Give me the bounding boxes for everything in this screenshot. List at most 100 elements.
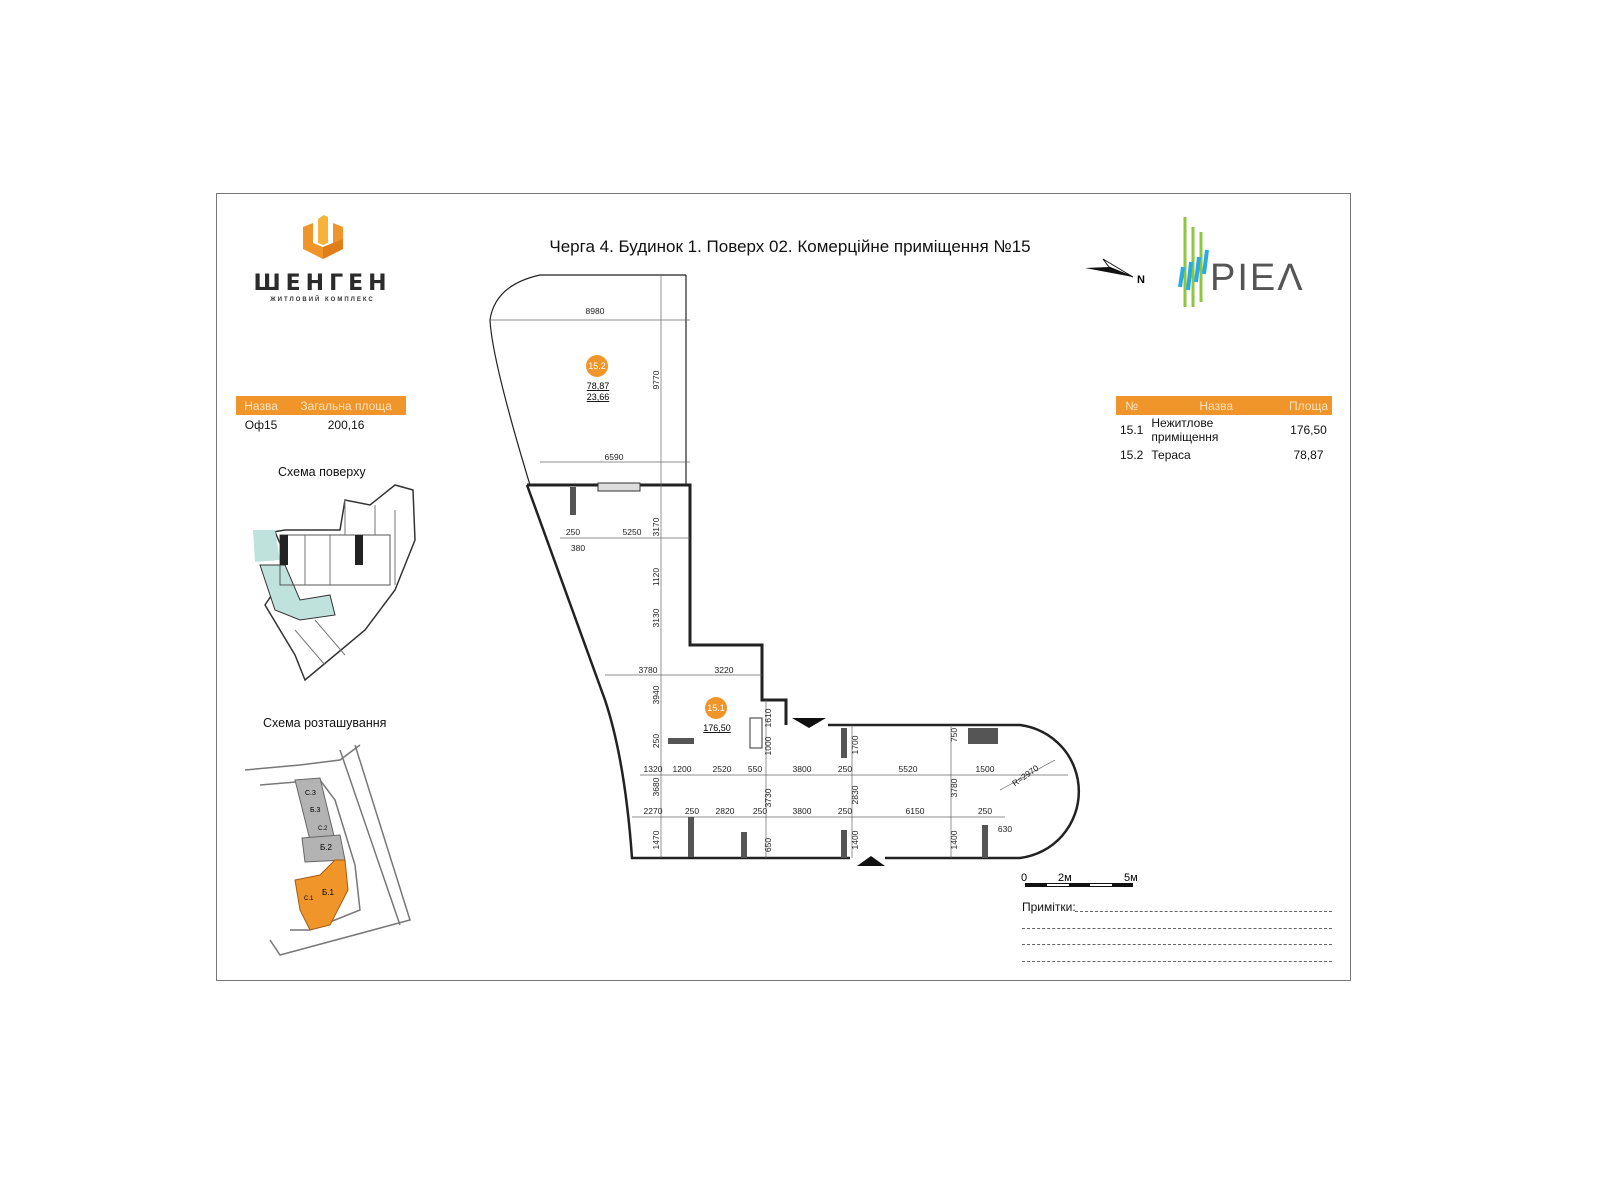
dimension-label: 1000 [763,736,773,755]
dimension-label: 5250 [623,527,642,537]
dimension-label: 1500 [976,764,995,774]
dimension-label: 1700 [850,735,860,754]
location-scheme-label: Схема розташування [263,716,387,730]
dimension-label: 2830 [850,785,860,804]
dimension-label: 750 [949,728,959,742]
notes-line [1022,944,1332,945]
dimension-label: 250 [838,764,852,774]
header-name: Назва [1147,396,1286,415]
dimension-label: 5520 [899,764,918,774]
dimension-label: 550 [748,764,762,774]
table-row: 15.1 Нежитлове приміщення 176,50 [1116,415,1332,445]
tower-logo-icon [302,215,343,259]
shengen-logo: ШЕНГЕН ЖИТЛОВИЙ КОМПЛЕКС [240,215,405,303]
room-area: 78,87 [587,381,610,391]
room-area: 176,50 [703,723,731,733]
dimension-label: 250 [753,806,767,816]
building-label: С.2 [318,826,328,832]
dimension-label: 1400 [850,830,860,849]
scale-bar: 0 2м 5м [1021,872,1138,887]
office-area: 200,16 [327,417,365,432]
page-title: Черга 4. Будинок 1. Поверх 02. Комерційн… [549,237,1031,256]
table-row: Оф15 200,16 [236,415,406,434]
dimension-label: 630 [998,824,1012,834]
dimension-label: 1400 [949,830,959,849]
terrace-outline [489,274,686,486]
notes-line [1022,961,1332,962]
office-name: Оф15 [244,417,278,432]
dimension-label: 2270 [644,806,663,816]
dimension-label: 250 [685,806,699,816]
dimension-label: 1470 [651,830,661,849]
dimension-label: 1200 [673,764,692,774]
dimension-label: 6150 [906,806,925,816]
riel-logo: PIEΛ [1178,217,1305,307]
dimension-label: 2820 [716,806,735,816]
dimension-label: 3800 [793,806,812,816]
notes-label: Примітки: [1022,900,1076,914]
dimension-label: 3220 [715,665,734,675]
location-scheme-map: С.3 Б.3 С.2 Б.2 Б.1 С.1 [244,744,411,956]
dimension-label: 3800 [793,764,812,774]
dimension-label: 1320 [644,764,663,774]
dimension-label: 6590 [605,452,624,462]
header-no: № [1116,396,1148,415]
dimension-label: 3680 [651,777,661,796]
dimension-label: 3780 [949,778,959,797]
room-area: 176,50 [1290,423,1327,437]
dimension-label: 3780 [639,665,658,675]
room-outline [527,483,788,725]
dimension-label: 8980 [586,306,605,316]
header-name: Назва [236,396,287,415]
dimension-label: 2520 [713,764,732,774]
room-badge-15-2: 15.2 78,87 23,66 [586,355,609,402]
building-label: Б.1 [322,888,334,897]
dimension-label: 250 [566,527,580,537]
dimension-label: 3130 [651,608,661,627]
scale-label: 0 [1021,872,1027,884]
drawing-frame [216,193,1351,981]
building-label: С.1 [304,896,314,902]
brand-subtitle: ЖИТЛОВИЙ КОМПЛЕКС [270,297,375,303]
room-id: 15.2 [588,361,606,371]
dimension-label: 250 [978,806,992,816]
header-area: Загальна площа [286,396,406,415]
room-area-reduced: 23,66 [587,392,610,402]
dimension-label: 3940 [651,685,661,704]
scale-label: 5м [1124,872,1138,884]
riel-brand-name: PIEΛ [1210,257,1305,299]
header-area: Площа [1285,396,1332,415]
room-no: 15.1 [1120,423,1144,437]
north-arrow-icon: N [1085,258,1145,286]
room-name: Тераса [1151,447,1191,462]
building-label: Б.2 [320,843,332,852]
scale-label: 2м [1058,872,1072,884]
building-label: Б.3 [310,807,321,814]
dimension-label: 380 [571,543,585,553]
north-label: N [1137,274,1145,286]
floor-scheme-label: Схема поверху [278,465,366,479]
notes-line [1075,911,1332,912]
building-label: С.3 [305,790,316,797]
table-row: 15.2 Тераса 78,87 [1116,445,1332,464]
dimension-label: 1610 [763,708,773,727]
dimension-label: 3170 [651,517,661,536]
dimension-label: 3730 [763,788,773,807]
dimension-label: 9770 [651,370,661,389]
room-no: 15.2 [1120,447,1144,462]
dimension-label: 250 [838,806,852,816]
room-badge-15-1: 15.1 176,50 [703,697,731,733]
dimension-label: 650 [763,838,773,852]
dimension-label: 250 [651,734,661,748]
dimension-label: 1120 [651,568,661,587]
notes-line [1022,928,1332,929]
brand-name: ШЕНГЕН [253,271,392,296]
room-id: 15.1 [707,703,725,713]
room-name: Нежитлове приміщення [1151,416,1219,444]
dimension-label: R=2970 [1010,763,1041,789]
floor-scheme-map [253,484,416,682]
room-area: 78,87 [1293,447,1324,462]
